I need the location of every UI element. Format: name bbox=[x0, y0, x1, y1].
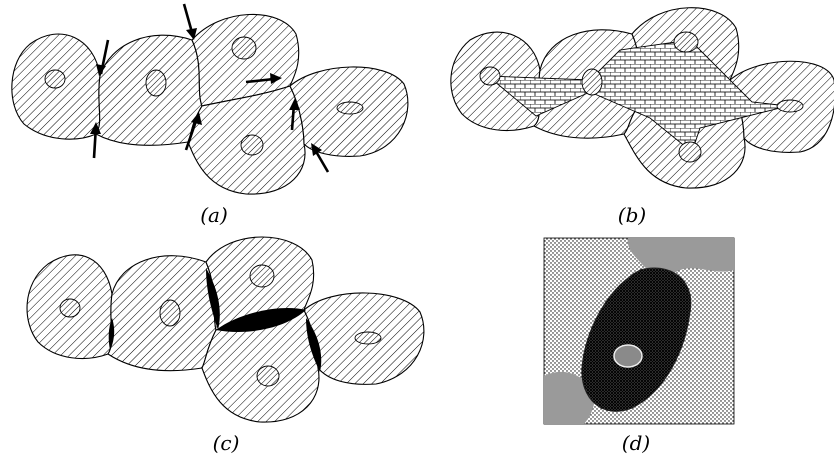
nucleus-b3 bbox=[673, 31, 699, 53]
micrograph-top-cells bbox=[627, 238, 734, 276]
gap-c23 bbox=[206, 268, 220, 330]
caption-c: (c) bbox=[213, 431, 240, 455]
arrow-icon bbox=[311, 143, 330, 173]
nucleus-a5 bbox=[336, 101, 364, 115]
connection-region bbox=[486, 39, 789, 153]
caption-a: (a) bbox=[200, 203, 228, 227]
arrow-icon bbox=[182, 3, 197, 40]
gap-c34 bbox=[216, 308, 306, 332]
panel-a: (a) bbox=[11, 3, 409, 227]
nucleus-a4 bbox=[240, 134, 264, 156]
gap-c45 bbox=[306, 318, 322, 372]
arrow-icon bbox=[96, 39, 110, 76]
nucleus-c5 bbox=[354, 331, 382, 345]
nucleus-c2 bbox=[159, 299, 181, 327]
nucleus-b4 bbox=[678, 141, 702, 163]
arrow-icon bbox=[245, 73, 282, 84]
panel-b: (b) bbox=[450, 7, 834, 227]
caption-d: (d) bbox=[622, 431, 650, 455]
panel-d: (d) bbox=[543, 237, 735, 455]
nucleus-a3 bbox=[231, 36, 257, 60]
caption-b: (b) bbox=[618, 203, 646, 227]
panel-c: (c) bbox=[26, 236, 425, 455]
nucleus-c4 bbox=[256, 365, 280, 387]
nucleus-b5 bbox=[776, 99, 804, 113]
arrow-icon bbox=[90, 122, 101, 159]
micrograph-nucleus bbox=[613, 344, 643, 368]
arrow-icon bbox=[289, 98, 300, 131]
nucleus-c3 bbox=[249, 264, 275, 288]
micrograph-cell-body bbox=[581, 267, 692, 412]
nucleus-a2 bbox=[145, 69, 167, 97]
nucleus-c1 bbox=[59, 298, 81, 318]
nucleus-a1 bbox=[44, 69, 66, 89]
nucleus-b1 bbox=[479, 66, 501, 86]
nucleus-b2 bbox=[581, 68, 603, 96]
arrow-icon bbox=[184, 112, 202, 151]
gap-c12 bbox=[108, 318, 115, 350]
micrograph-bottom-cell bbox=[544, 371, 595, 424]
